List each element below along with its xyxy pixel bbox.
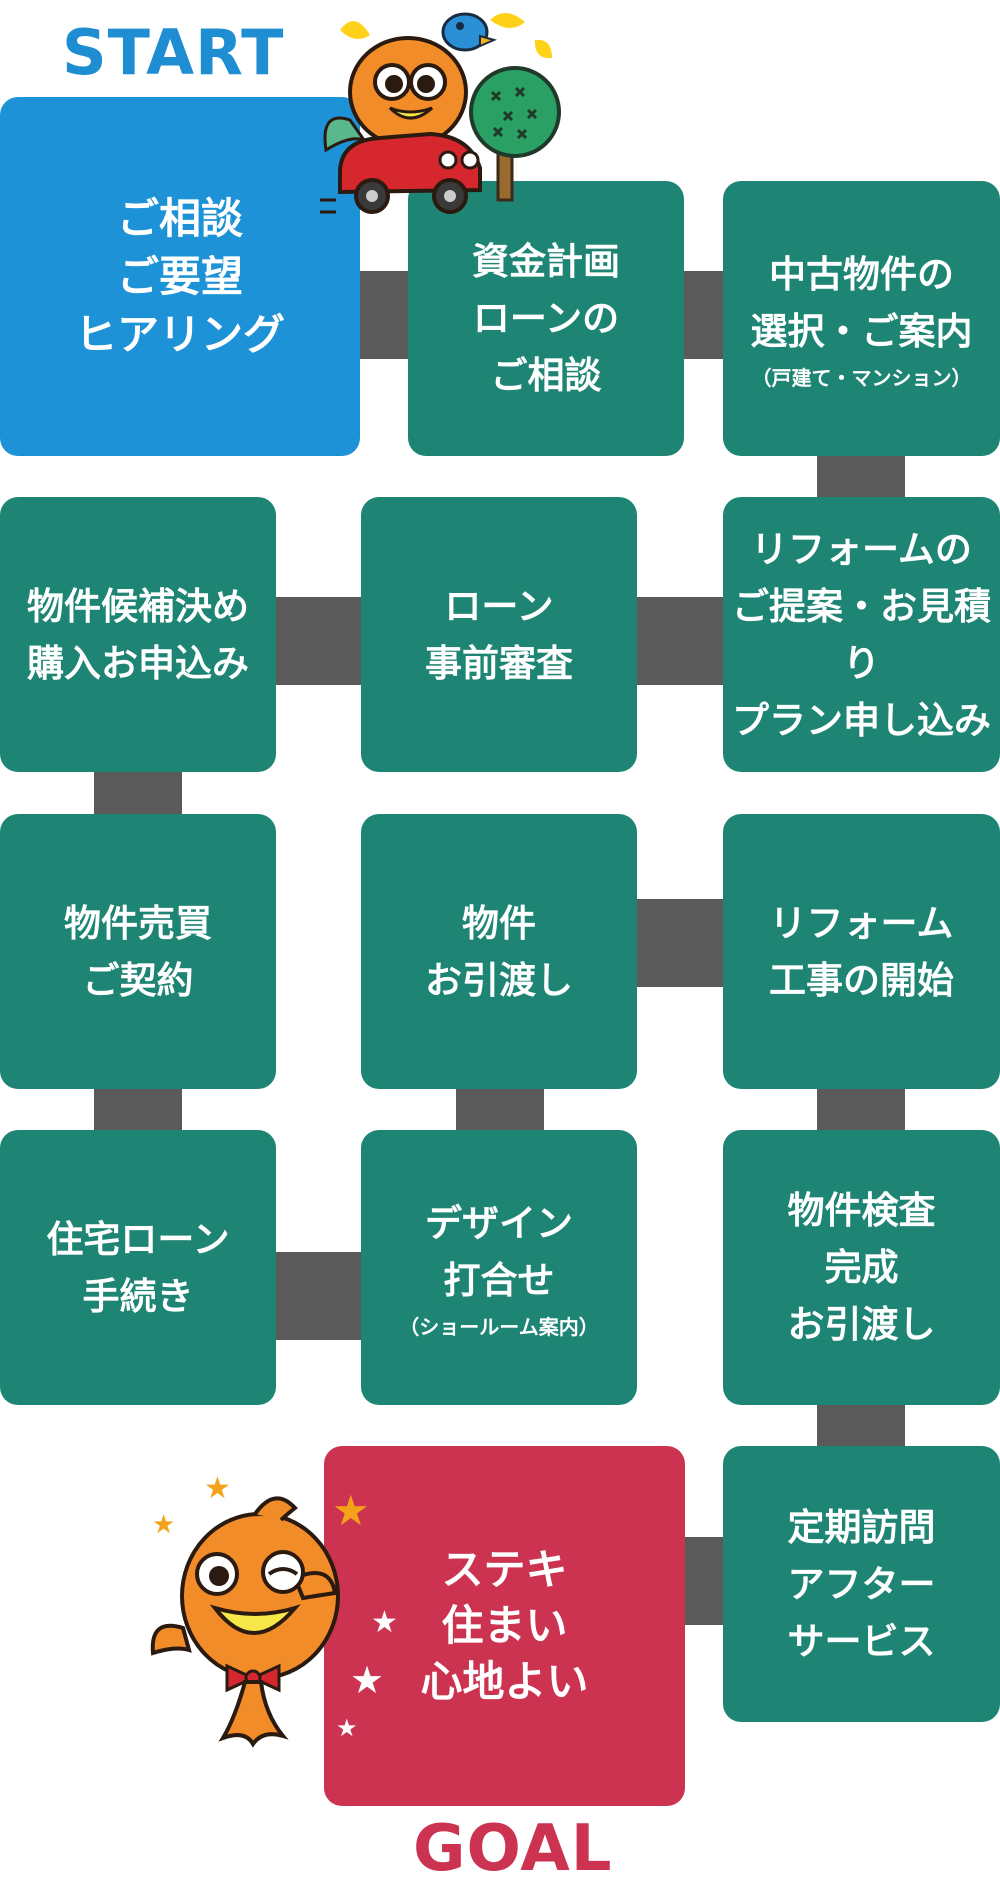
connector-11-8 xyxy=(456,1088,544,1132)
step-line: 打合せ xyxy=(443,1258,555,1302)
step-line: 物件 xyxy=(462,901,536,945)
step-line: 住まい xyxy=(441,1601,568,1650)
star-icon: ★ xyxy=(152,1510,176,1540)
step-line: ご相談 xyxy=(490,354,602,397)
star-icon: ★ xyxy=(336,1714,358,1742)
step-note: （戸建て・マンション） xyxy=(751,365,972,390)
step-inspection-completion[interactable]: 物件検査 完成 お引渡し xyxy=(723,1130,1000,1405)
goal-label: GOAL xyxy=(413,1812,613,1886)
step-reform-start[interactable]: リフォーム 工事の開始 xyxy=(723,814,1000,1089)
connector-6-7 xyxy=(94,772,182,816)
step-purchase-application[interactable]: 物件候補決め 購入お申込み xyxy=(0,497,276,772)
step-line: お引渡し xyxy=(425,958,573,1002)
step-after-service[interactable]: 定期訪問 アフター サービス xyxy=(723,1446,1000,1722)
connector-8-9 xyxy=(636,899,725,987)
step-line: 事前審査 xyxy=(425,641,573,685)
step-line: ステキ xyxy=(441,1545,568,1594)
step-line: ご提案・お見積り xyxy=(732,584,991,685)
step-line: リフォーム xyxy=(769,901,954,945)
step-sales-contract[interactable]: 物件売買 ご契約 xyxy=(0,814,276,1089)
connector-5-6 xyxy=(275,597,362,685)
step-loan-prescreening[interactable]: ローン 事前審査 xyxy=(361,497,637,772)
step-line: プラン申し込み xyxy=(732,698,991,742)
step-line: デザイン xyxy=(425,1201,573,1245)
star-icon: ★ xyxy=(350,1658,385,1702)
step-line: ヒアリング xyxy=(74,309,285,359)
connector-13-goal xyxy=(683,1537,725,1625)
step-goal-home[interactable]: ステキ 住まい 心地よい xyxy=(324,1446,685,1806)
step-property-selection[interactable]: 中古物件の 選択・ご案内 （戸建て・マンション） xyxy=(723,181,1000,456)
connector-10-11 xyxy=(275,1252,362,1340)
connector-4-5 xyxy=(636,597,725,685)
step-line: 住宅ローン xyxy=(46,1217,230,1261)
goldfish-mascot-winking-icon xyxy=(150,1496,340,1748)
step-line: ご契約 xyxy=(82,958,194,1002)
step-line: 選択・ご案内 xyxy=(750,309,973,353)
connector-9-12 xyxy=(817,1088,905,1132)
step-line: お引渡し xyxy=(787,1303,936,1346)
step-line: アフター xyxy=(787,1562,936,1606)
connector-2-3 xyxy=(683,271,725,359)
step-line: 手続き xyxy=(82,1274,194,1318)
connector-12-13 xyxy=(817,1404,905,1448)
step-line: 完成 xyxy=(824,1246,899,1289)
step-line: 工事の開始 xyxy=(769,958,954,1002)
step-line: 購入お申込み xyxy=(27,641,249,685)
step-property-handover[interactable]: 物件 お引渡し xyxy=(361,814,637,1089)
step-line: 資金計画 xyxy=(472,240,620,283)
connector-7-10 xyxy=(94,1088,182,1132)
step-funding-plan[interactable]: 資金計画 ローンの ご相談 xyxy=(408,181,684,456)
step-line: ご要望 xyxy=(116,251,243,301)
star-icon: ★ xyxy=(332,1486,370,1535)
step-consultation-hearing[interactable]: ご相談 ご要望 ヒアリング xyxy=(0,97,360,456)
step-line: ご相談 xyxy=(116,193,243,243)
step-line: ローンの xyxy=(472,297,620,340)
step-mortgage-procedure[interactable]: 住宅ローン 手続き xyxy=(0,1130,276,1405)
step-line: 中古物件の xyxy=(769,252,954,296)
connector-1-2 xyxy=(356,271,412,359)
step-line: リフォームの xyxy=(751,527,972,571)
step-line: ローン xyxy=(444,584,554,628)
connector-3-4 xyxy=(817,455,905,499)
step-line: 心地よい xyxy=(420,1657,589,1706)
star-icon: ★ xyxy=(371,1605,398,1640)
step-design-meeting[interactable]: デザイン 打合せ （ショールーム案内） xyxy=(361,1130,637,1405)
step-note: （ショールーム案内） xyxy=(399,1314,599,1339)
star-icon: ★ xyxy=(204,1471,231,1506)
step-reform-proposal[interactable]: リフォームの ご提案・お見積り プラン申し込み xyxy=(723,497,1000,772)
step-line: 物件売買 xyxy=(64,901,212,945)
start-label: START xyxy=(62,16,285,89)
step-line: 物件候補決め xyxy=(27,584,249,628)
step-line: 定期訪問 xyxy=(787,1505,936,1549)
goldfish-mascot-driving-red-car-icon xyxy=(320,12,561,214)
step-line: 物件検査 xyxy=(787,1189,936,1232)
step-line: サービス xyxy=(787,1619,936,1663)
